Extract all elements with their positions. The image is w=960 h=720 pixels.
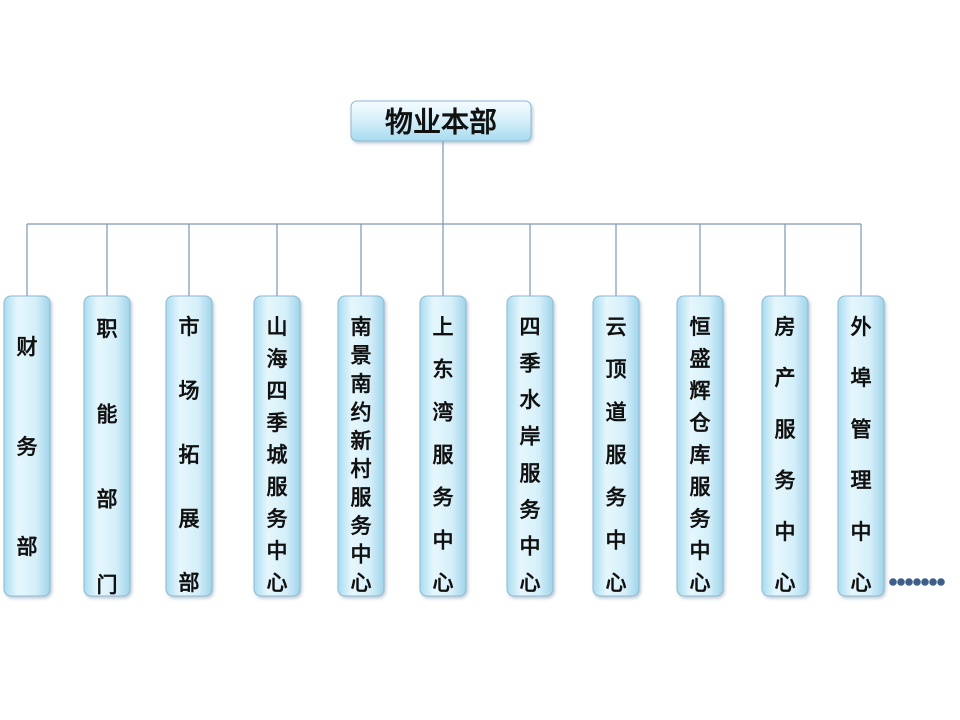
dept-node: 云顶道服务中心: [592, 295, 640, 597]
more-dot: [937, 578, 945, 586]
dept-box: [676, 295, 724, 597]
more-dot: [905, 578, 913, 586]
dept-label: 职能部门: [97, 316, 118, 597]
dept-node: 上东湾服务中心: [419, 295, 467, 597]
dept-label: 四季水岸服务中心: [520, 314, 542, 595]
dept-label: 南景南约新村服务中心: [351, 314, 373, 595]
dept-label: 恒盛辉仓库服务中心: [689, 314, 712, 595]
more-dot: [889, 578, 897, 586]
dept-label: 外埠管理中心: [851, 314, 872, 595]
dept-box: [506, 295, 554, 597]
more-dot: [921, 578, 929, 586]
dept-label: 财务部: [17, 334, 39, 559]
dept-box: [592, 295, 640, 597]
dept-node: 山海四季城服务中心: [253, 295, 301, 597]
dept-node: 四季水岸服务中心: [506, 295, 554, 597]
dept-node: 外埠管理中心: [837, 295, 885, 597]
root-box: [350, 100, 532, 142]
dept-node: 房产服务中心: [761, 295, 809, 597]
dept-label: 市场拓展部: [179, 314, 200, 595]
dept-node: 市场拓展部: [165, 295, 213, 597]
connector-lines: [26, 141, 862, 296]
more-dot: [913, 578, 921, 586]
dept-box: [419, 295, 467, 597]
dept-node: 南景南约新村服务中心: [337, 295, 385, 597]
root-node: 物业本部: [350, 100, 532, 142]
more-indicator: [889, 578, 945, 586]
more-dot: [897, 578, 905, 586]
root-label: 物业本部: [385, 106, 497, 139]
dept-node: 财务部: [3, 295, 51, 597]
dept-box: [3, 295, 51, 597]
dept-box: [253, 295, 301, 597]
dept-node: 职能部门: [83, 295, 131, 597]
more-dot: [929, 578, 937, 586]
dept-box: [165, 295, 213, 597]
dept-box: [337, 295, 385, 597]
dept-label: 云顶道服务中心: [606, 314, 628, 595]
department-nodes: 财务部 职能部门 市场拓展部 山海四季城服务中心 南景南约新村服务中心 上东湾服务中心 四季…: [3, 295, 885, 597]
dept-label: 山海四季城服务中心: [267, 314, 289, 595]
dept-box: [837, 295, 885, 597]
dept-label: 房产服务中心: [775, 314, 797, 595]
dept-box: [83, 295, 131, 597]
dept-node: 恒盛辉仓库服务中心: [676, 295, 724, 597]
dept-label: 上东湾服务中心: [433, 314, 455, 595]
dept-box: [761, 295, 809, 597]
